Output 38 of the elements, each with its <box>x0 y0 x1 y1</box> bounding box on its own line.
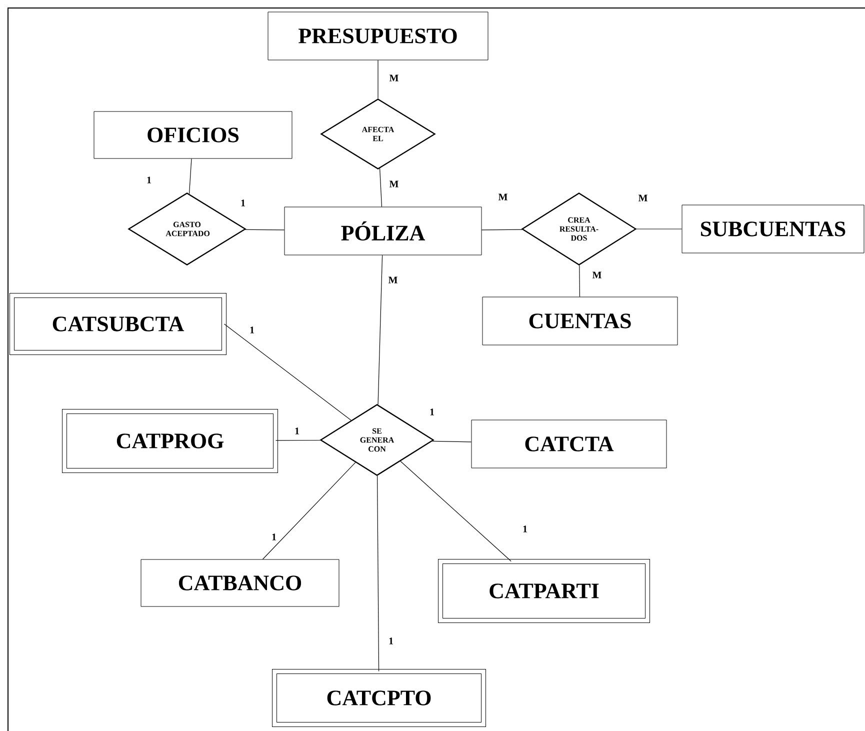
connector-line <box>224 324 352 421</box>
weak-entity-box: CATCPTO <box>272 668 486 727</box>
cardinality-label: M <box>389 180 398 188</box>
cardinality-label: 1 <box>430 408 434 416</box>
cardinality-label: 1 <box>389 638 393 644</box>
cardinality-label: 1 <box>523 526 527 532</box>
connector-line <box>579 265 580 298</box>
connector-line <box>244 229 285 230</box>
connector-line <box>379 168 382 208</box>
cardinality-label: M <box>388 276 398 284</box>
connector-line <box>376 476 380 672</box>
cardinality-label: 1 <box>295 428 299 434</box>
entity-box: PRESUPUESTO <box>268 12 488 60</box>
connector-line <box>275 440 321 441</box>
connector-line <box>432 440 472 442</box>
entity-box: CATCTA <box>471 420 667 468</box>
connector-line <box>481 229 523 230</box>
connector-line <box>262 462 356 560</box>
weak-entity-box: CATPARTI <box>438 558 650 623</box>
cardinality-label: M <box>592 272 602 278</box>
connector-line <box>636 228 682 230</box>
cardinality-label: M <box>498 194 508 200</box>
connector-line <box>188 158 192 194</box>
cardinality-label: 1 <box>272 534 276 540</box>
weak-entity-box: CATPROG <box>62 409 278 473</box>
entity-box: CUENTAS <box>482 296 678 346</box>
connector-line <box>400 460 512 562</box>
cardinality-label: M <box>638 194 648 202</box>
entity-box: SUBCUENTAS <box>682 204 864 254</box>
entity-box: OFICIOS <box>94 111 292 159</box>
entity-box: CATBANCO <box>140 559 340 607</box>
weak-entity-box: CATSUBCTA <box>10 293 226 355</box>
cardinality-label: M <box>389 74 398 82</box>
cardinality-label: 1 <box>250 326 254 334</box>
entity-box: PÓLIZA <box>284 206 482 256</box>
cardinality-label: 1 <box>241 200 245 206</box>
cardinality-label: 1 <box>147 176 151 184</box>
connector-line <box>378 254 383 405</box>
